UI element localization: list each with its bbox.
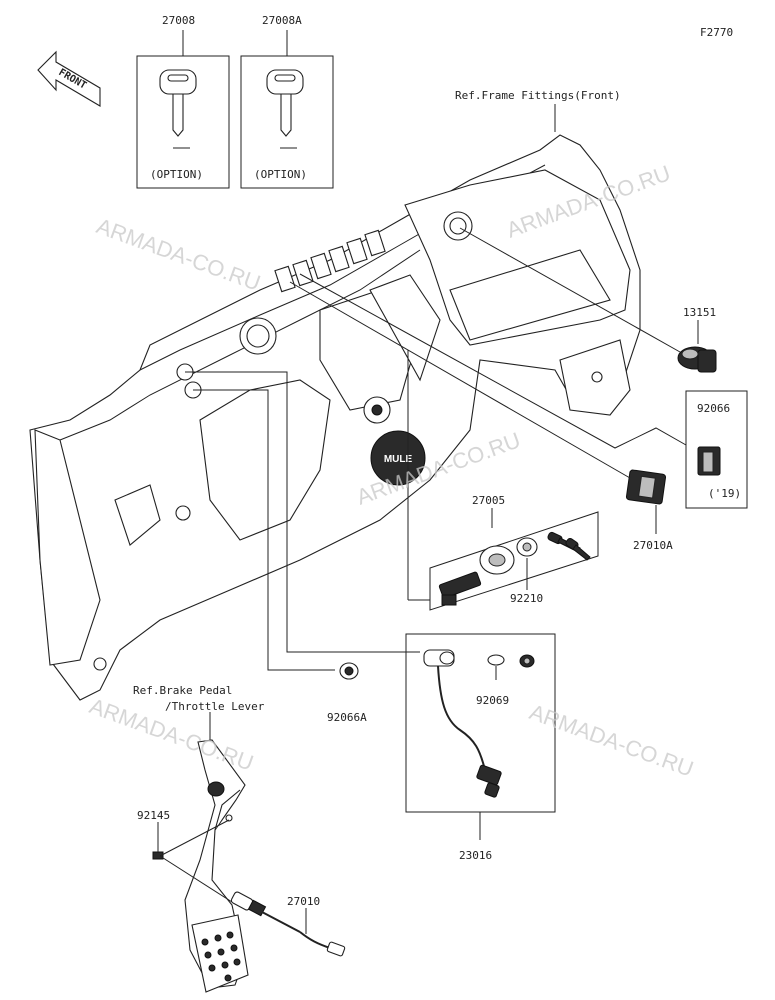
ref-brake-label: Ref.Brake Pedal [133, 684, 232, 697]
ref-frame-label: Ref.Frame Fittings(Front) [455, 89, 621, 102]
ref-throttle-label: /Throttle Lever [165, 700, 265, 713]
part-92069-label: 92069 [476, 694, 509, 707]
part-92066-year: ('19) [708, 487, 741, 500]
part-27005: 27005 92210 [407, 350, 599, 611]
part-92210-label: 92210 [510, 592, 543, 605]
part-27008-label: 27008 [162, 14, 195, 27]
part-27010: 27010 [230, 891, 346, 957]
part-92066: 92066 ('19) [299, 273, 748, 509]
part-27010-label: 27010 [287, 895, 320, 908]
key-icon [159, 69, 197, 95]
watermark-text: ARMADA-CO.RU [93, 213, 264, 295]
part-92145-label: 92145 [137, 809, 170, 822]
dash-badge: MULE [384, 454, 413, 465]
part-92066-label: 92066 [697, 402, 730, 415]
part-13151: 13151 [459, 227, 717, 373]
part-27010A: 27010A [289, 281, 673, 552]
part-27008A-label: 27008A [262, 14, 302, 27]
part-92066A: 92066A [193, 389, 367, 724]
option-label: (OPTION) [150, 168, 203, 181]
key-27008A: 27008A (OPTION) [240, 14, 334, 189]
front-arrow-icon: FRONT [37, 50, 101, 107]
part-92066A-label: 92066A [327, 711, 367, 724]
part-13151-label: 13151 [683, 306, 716, 319]
key-27008: 27008 (OPTION) [136, 14, 230, 189]
dashboard-panel: MULE [29, 134, 641, 701]
part-23016: 92069 23016 [185, 371, 556, 862]
part-23016-label: 23016 [459, 849, 492, 862]
pedal-pad [191, 914, 249, 993]
brake-pedal: Ref.Brake Pedal /Throttle Lever 92145 [133, 684, 265, 993]
figure-code: F2770 [700, 26, 733, 39]
option-label: (OPTION) [254, 168, 307, 181]
part-27005-label: 27005 [472, 494, 505, 507]
key-icon [266, 69, 304, 95]
part-27010A-label: 27010A [633, 539, 673, 552]
watermark-text: ARMADA-CO.RU [526, 699, 697, 781]
